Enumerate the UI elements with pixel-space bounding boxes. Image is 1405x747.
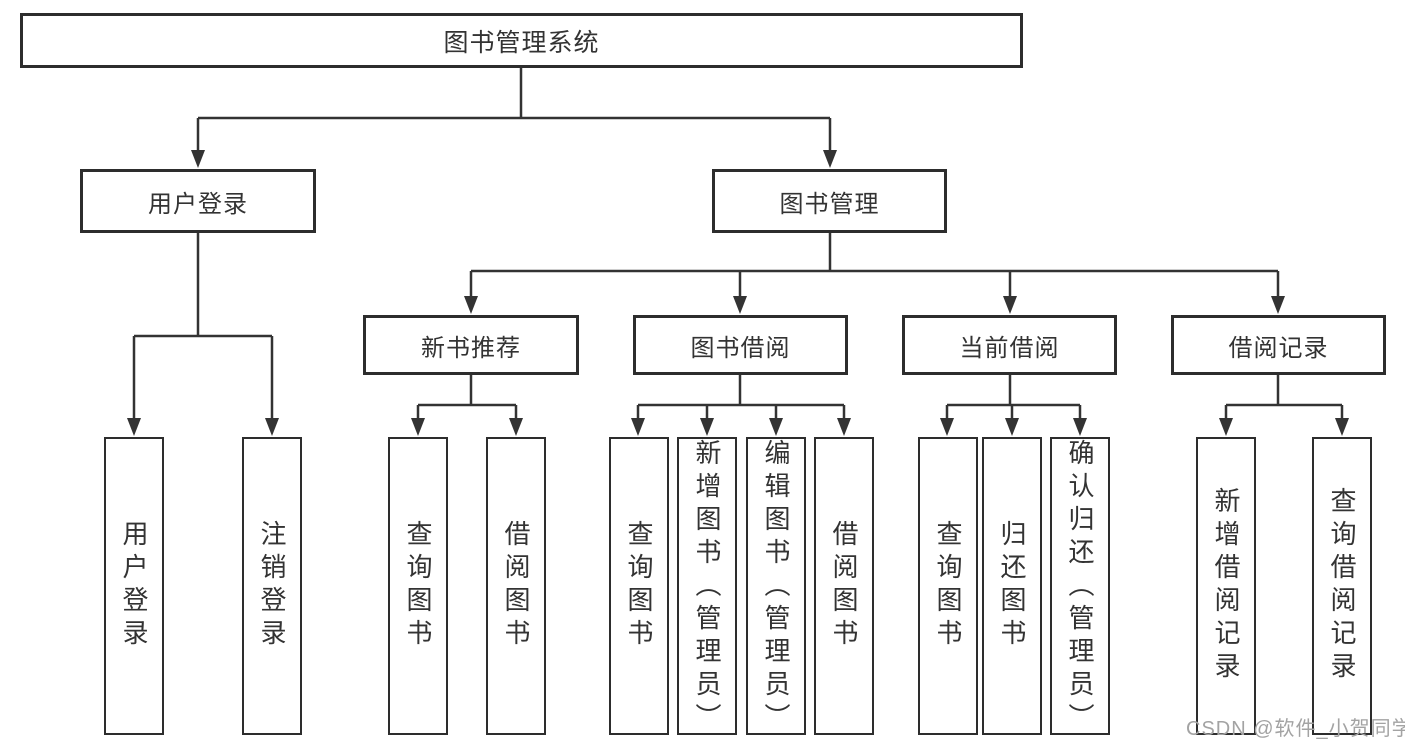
- leaf-add-borrow-record: 新增借阅记录: [1196, 437, 1256, 735]
- node-book-borrowing: 图书借阅: [633, 315, 848, 375]
- node-book-management: 图书管理: [712, 169, 947, 233]
- node-book-borrowing-label: 图书借阅: [690, 334, 791, 362]
- leaf-user-login: 用户登录: [104, 437, 164, 735]
- leaf-edit-book-admin: 编辑图书（管理员）: [746, 437, 806, 736]
- node-new-book-recommend: 新书推荐: [363, 315, 579, 375]
- node-borrowing-records-label: 借阅记录: [1228, 334, 1329, 362]
- leaf-add-borrow-record-label: 新增借阅记录: [1211, 487, 1241, 685]
- leaf-query-books-current-label: 查询图书: [933, 520, 963, 652]
- node-new-book-recommend-label: 新书推荐: [421, 334, 521, 362]
- node-borrowing-records: 借阅记录: [1171, 315, 1386, 375]
- leaf-logout: 注销登录: [242, 437, 302, 735]
- leaf-confirm-return-admin-label: 确认归还（管理员）: [1065, 439, 1095, 736]
- leaf-borrow-books-borrowing-label: 借阅图书: [829, 520, 859, 652]
- leaf-borrow-books-borrowing: 借阅图书: [814, 437, 874, 735]
- leaf-query-books-borrowing-label: 查询图书: [624, 520, 654, 652]
- node-root-label: 图书管理系统: [443, 28, 600, 57]
- leaf-query-borrow-record-label: 查询借阅记录: [1327, 487, 1357, 685]
- leaf-add-book-admin-label: 新增图书（管理员）: [692, 439, 722, 736]
- node-user-login: 用户登录: [80, 169, 316, 233]
- leaf-borrow-books-recommend: 借阅图书: [486, 437, 546, 735]
- leaf-return-book: 归还图书: [982, 437, 1042, 735]
- leaf-confirm-return-admin: 确认归还（管理员）: [1050, 437, 1110, 736]
- leaf-edit-book-admin-label: 编辑图书（管理员）: [761, 439, 791, 736]
- leaf-logout-label: 注销登录: [257, 520, 287, 652]
- node-current-borrowing-label: 当前借阅: [959, 334, 1060, 362]
- leaf-query-books-borrowing: 查询图书: [609, 437, 669, 735]
- leaf-user-login-label: 用户登录: [119, 520, 149, 652]
- leaf-borrow-books-recommend-label: 借阅图书: [501, 520, 531, 652]
- leaf-query-books-recommend-label: 查询图书: [403, 520, 433, 652]
- node-root: 图书管理系统: [20, 13, 1023, 68]
- node-user-login-label: 用户登录: [148, 190, 248, 218]
- leaf-query-borrow-record: 查询借阅记录: [1312, 437, 1372, 735]
- leaf-add-book-admin: 新增图书（管理员）: [677, 437, 737, 736]
- leaf-query-books-current: 查询图书: [918, 437, 978, 735]
- node-current-borrowing: 当前借阅: [902, 315, 1117, 375]
- leaf-return-book-label: 归还图书: [997, 520, 1027, 652]
- leaf-query-books-recommend: 查询图书: [388, 437, 448, 735]
- node-book-management-label: 图书管理: [779, 190, 880, 218]
- csdn-watermark: CSDN @软件_小贺同学: [1186, 718, 1405, 740]
